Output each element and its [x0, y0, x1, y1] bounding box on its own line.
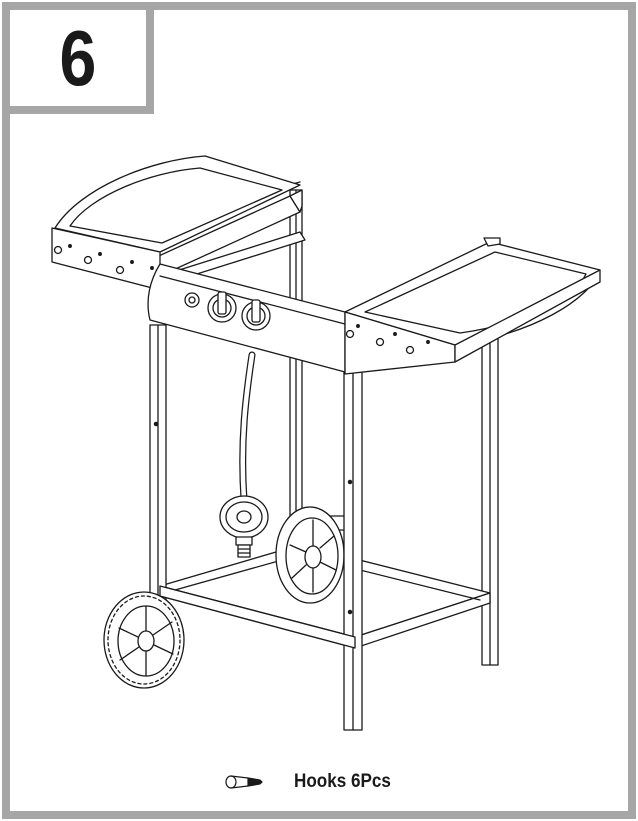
control-panel — [147, 263, 346, 373]
step-number-box: 6 — [10, 10, 154, 114]
right-control-knob — [241, 299, 271, 331]
grill-cart-illustration — [51, 155, 601, 731]
front-left-leg — [149, 324, 167, 616]
back-wheel — [275, 506, 345, 604]
left-control-knob — [207, 291, 237, 323]
front-right-leg — [343, 371, 363, 731]
back-right-leg — [481, 329, 499, 666]
front-wheel — [103, 591, 185, 689]
left-side-table — [51, 155, 301, 291]
front-bottom-rail — [159, 585, 356, 649]
step-number: 6 — [59, 14, 97, 102]
back-left-leg — [289, 189, 303, 591]
right-side-table — [344, 237, 601, 375]
hook-icon — [225, 775, 263, 789]
gas-regulator — [219, 351, 269, 558]
parts-caption: Hooks 6Pcs — [224, 768, 402, 796]
parts-label: Hooks 6Pcs — [294, 771, 391, 792]
